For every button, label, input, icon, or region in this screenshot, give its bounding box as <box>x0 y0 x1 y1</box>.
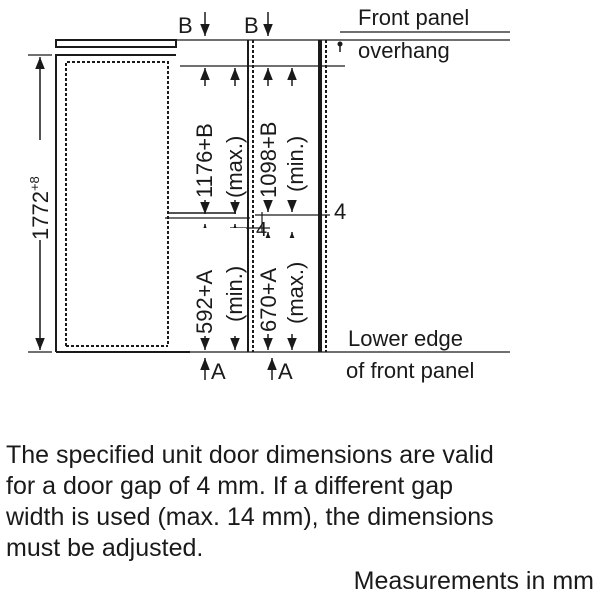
gap-label-right: 4 <box>334 199 346 224</box>
cabinet-outline <box>55 39 236 353</box>
lower-door-min-qualifier: (min.) <box>222 266 247 322</box>
a-marker-right: A <box>278 359 293 384</box>
lower-door-min-label: 592+A <box>192 269 217 334</box>
measurement-units-note: Measurements in mm <box>353 567 594 595</box>
lower-door-max-qualifier: (max.) <box>283 262 308 324</box>
upper-door-max-qualifier: (max.) <box>222 136 247 198</box>
gap-label-mid: 4 <box>256 219 267 241</box>
front-panel-overhang-label: Front panel overhang <box>358 5 475 63</box>
upper-door-min-label: 1098+B <box>256 122 281 198</box>
lower-door-max-label: 670+A <box>256 267 281 332</box>
b-marker-left: B <box>178 13 193 38</box>
upper-door-min-qualifier: (min.) <box>283 136 308 192</box>
upper-door-max-label: 1176+B <box>192 123 217 198</box>
a-marker-left: A <box>211 359 226 384</box>
installation-dimension-diagram: 1772+8 1176+B (max.) 1098+B (min.) 592+A… <box>27 5 510 384</box>
door-gap-note: The specified unit door dimensions are v… <box>6 441 494 562</box>
front-panel-lines <box>165 39 510 353</box>
b-marker-right: B <box>244 13 259 38</box>
lower-edge-front-panel-label: Lower edge of front panel <box>346 326 474 383</box>
total-height-label: 1772+8 <box>27 176 53 240</box>
